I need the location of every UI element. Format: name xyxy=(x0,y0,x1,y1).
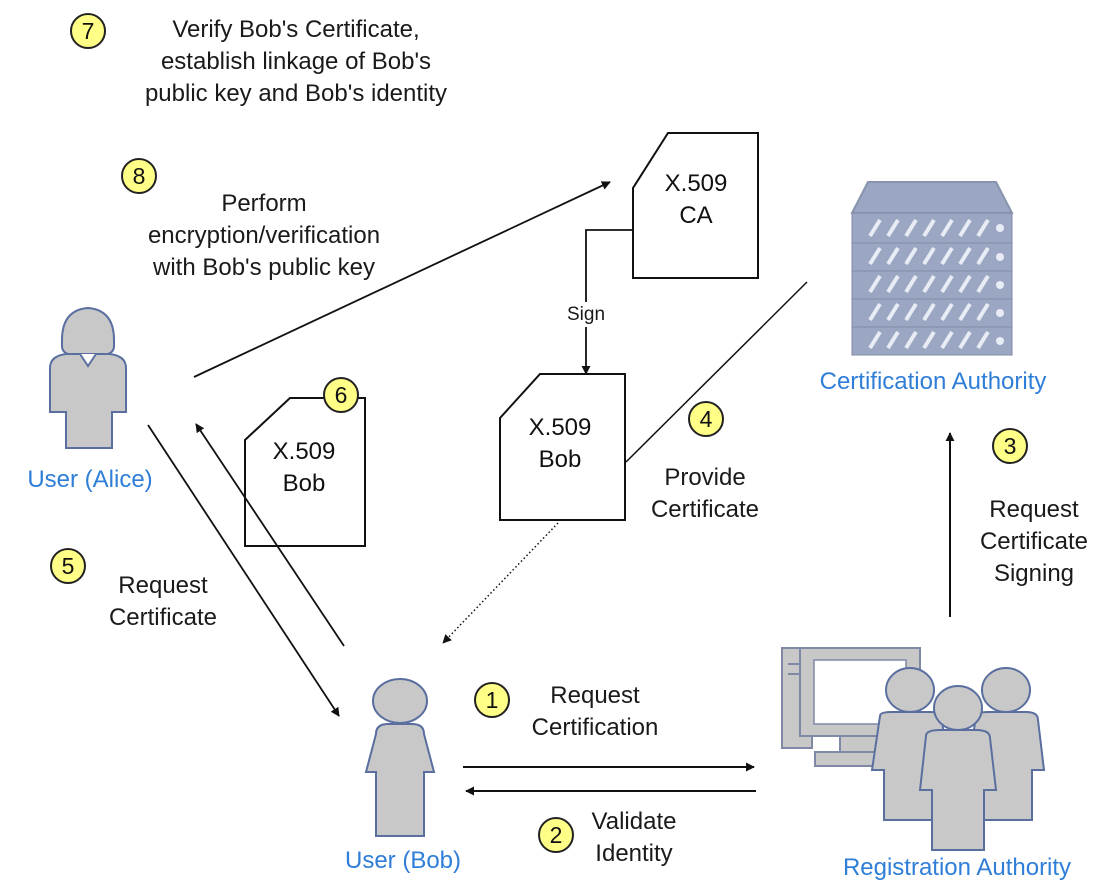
bob-certificate-label: X.509 Bob xyxy=(528,414,592,473)
bob-certificate-doc xyxy=(499,373,626,521)
bob-label: User (Bob) xyxy=(344,847,462,874)
sign-label: Sign xyxy=(548,302,624,328)
step-6-badge: 6 xyxy=(323,377,359,413)
registration-group-icon xyxy=(781,647,1046,851)
step-3-label: Request Certificate Signing xyxy=(979,496,1089,587)
step-8-badge: 8 xyxy=(121,158,157,194)
step-5-badge: 5 xyxy=(50,548,86,584)
registration-authority-label: Registration Authority xyxy=(842,854,1072,881)
step-1-label: Request Certification xyxy=(531,682,659,741)
step-1-badge: 1 xyxy=(474,682,510,718)
arrow-alice-to-ca-doc xyxy=(193,181,611,378)
alice-icon xyxy=(49,306,127,449)
ca-certificate-doc xyxy=(632,132,759,279)
line-ca-to-doc xyxy=(625,281,808,463)
arrow-return-certificate xyxy=(195,423,345,647)
bob-certificate-alice-label: X.509 Bob xyxy=(272,438,336,497)
ca-certificate-label: X.509 CA xyxy=(664,170,728,229)
step-5-label: Request Certificate xyxy=(108,572,218,631)
step-8-label: Perform encryption/verification with Bob… xyxy=(147,190,381,281)
step-2-label: Validate Identity xyxy=(591,808,677,867)
certification-authority-label: Certification Authority xyxy=(819,368,1047,395)
step-2-badge: 2 xyxy=(538,817,574,853)
bob-certificate-alice-doc xyxy=(244,397,366,547)
step-7-badge: 7 xyxy=(70,13,106,49)
step-4-badge: 4 xyxy=(688,401,724,437)
arrow-provide-certificate xyxy=(442,522,559,644)
alice-label: User (Alice) xyxy=(27,466,153,493)
step-7-label: Verify Bob's Certificate, establish link… xyxy=(144,16,448,107)
server-icon xyxy=(850,181,1014,356)
step-3-badge: 3 xyxy=(992,428,1028,464)
arrow-request-certificate xyxy=(147,424,340,717)
step-4-label: Provide Certificate xyxy=(650,464,760,523)
bob-icon xyxy=(364,678,436,837)
